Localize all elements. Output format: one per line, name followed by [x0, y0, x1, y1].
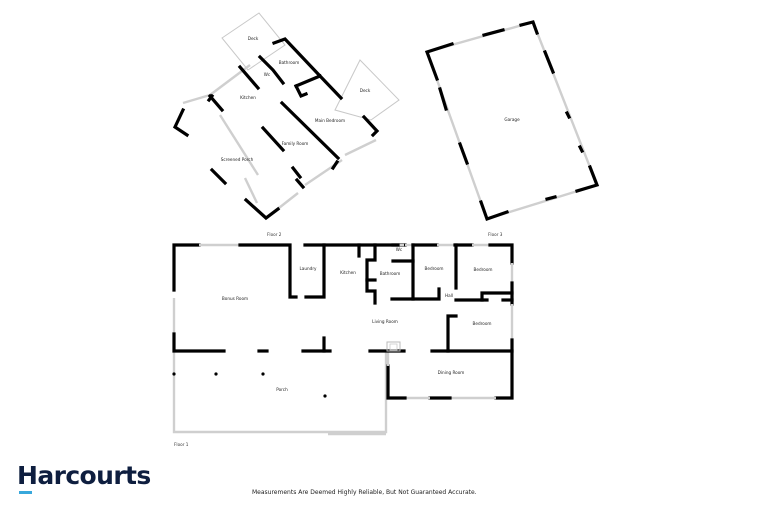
f1-bedroom-3-label: Bedroom — [473, 321, 492, 326]
f1-hall-label: Hall — [445, 293, 453, 298]
f1-dining-room-label: Dining Room — [438, 370, 465, 375]
f2-deck-top-label: Deck — [248, 36, 259, 41]
f1-wc-label: Wc — [396, 247, 403, 252]
f1-porch-label: Porch — [276, 387, 288, 392]
f2-main-bedroom-label: Main Bedroom — [315, 118, 345, 123]
logo-accent-bar — [19, 491, 32, 494]
deck-right-outline — [334, 59, 400, 121]
floor-1-plan: Floor 2 — [172, 232, 514, 447]
floor-2-label: Floor 2 — [267, 232, 282, 237]
disclaimer-text: Measurements Are Deemed Highly Reliable,… — [252, 489, 477, 496]
floor-3-plan: Garage Floor 3 — [424, 20, 600, 237]
harcourts-logo: Harcourts — [17, 461, 151, 490]
f3-garage-label: Garage — [504, 117, 520, 122]
f2-family-room-label: Family Room — [282, 141, 309, 146]
f1-kitchen-label: Kitchen — [340, 270, 356, 275]
f1-bedroom-1-label: Bedroom — [425, 266, 444, 271]
deck-top-outline — [221, 12, 286, 71]
f1-bathroom-label: Bathroom — [380, 271, 401, 276]
f1-living-room-label: Living Room — [372, 319, 398, 324]
f2-deck-right-label: Deck — [360, 88, 371, 93]
f1-laundry-label: Laundry — [299, 266, 317, 271]
f2-bathroom-label: Bathroom — [279, 60, 300, 65]
floor-3-label: Floor 3 — [488, 232, 503, 237]
floor-1-label: Floor 1 — [174, 442, 189, 447]
floor-2-plan: Deck Bathroom Wc Kitchen Deck Main Bedro… — [172, 12, 400, 221]
f1-bedroom-2-label: Bedroom — [474, 267, 493, 272]
f2-screened-porch-label: Screened Porch — [221, 157, 254, 162]
f2-wc-label: Wc — [264, 72, 271, 77]
f1-bonus-room-label: Bonus Room — [222, 296, 248, 301]
f2-kitchen-label: Kitchen — [240, 95, 256, 100]
